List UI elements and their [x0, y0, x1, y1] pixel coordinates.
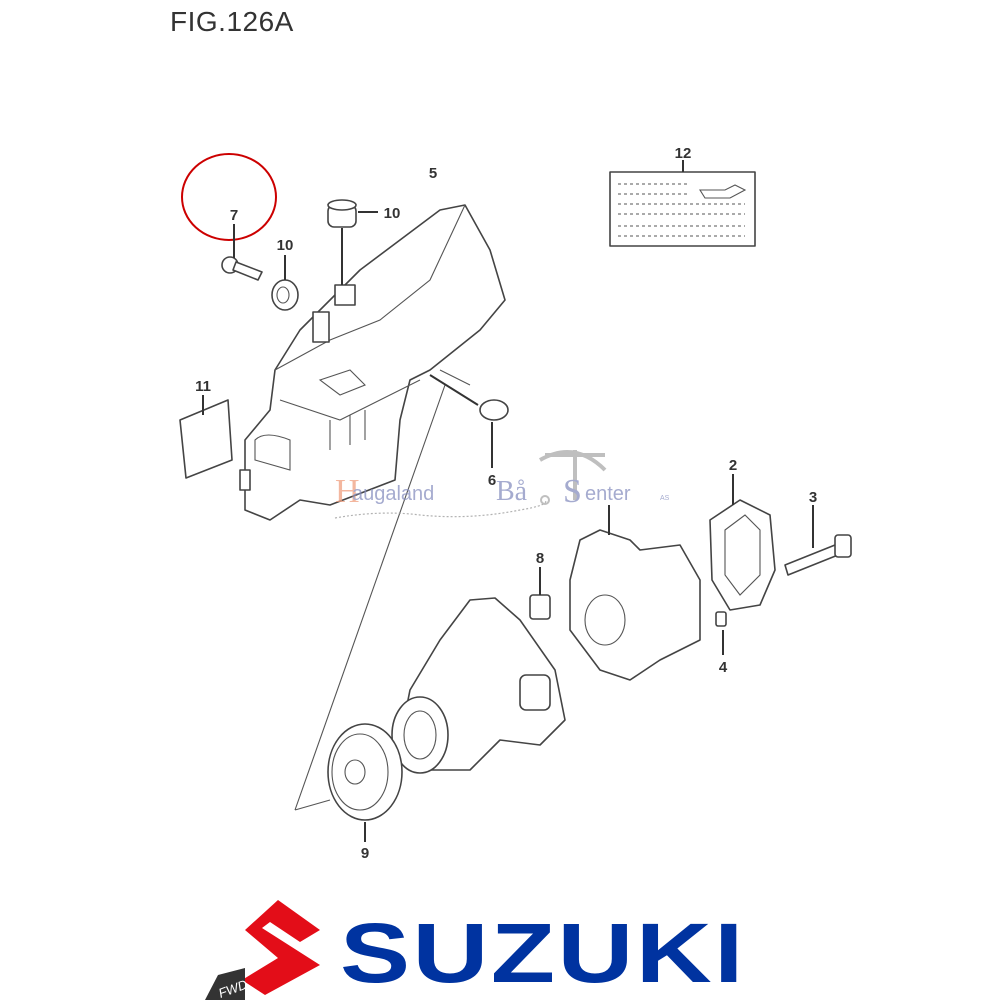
- watermark-suffix: AS: [660, 495, 670, 502]
- part-8-clip[interactable]: [529, 567, 551, 620]
- callout-9: 9: [361, 845, 369, 862]
- callout-12: 12: [675, 145, 692, 162]
- callout-5: 5: [429, 165, 437, 182]
- callout-11: 11: [195, 378, 211, 395]
- callout-10-top: 10: [384, 205, 401, 222]
- part-9-water-pump[interactable]: [327, 597, 566, 842]
- watermark-text-2: Bå: [496, 476, 528, 507]
- callout-6: 6: [488, 472, 496, 489]
- figure-title: FIG.126A: [170, 6, 294, 37]
- part-2-gasket[interactable]: [709, 474, 776, 611]
- suzuki-wordmark: SUZUKI: [340, 906, 746, 1000]
- part-4-pin[interactable]: [715, 611, 727, 655]
- part-6-grommet[interactable]: [429, 374, 509, 468]
- highlight-circle: [181, 153, 277, 241]
- part-10-grommet[interactable]: [271, 255, 299, 311]
- part-1-housing[interactable]: [569, 505, 701, 681]
- callout-4: 4: [719, 659, 728, 676]
- callout-2: 2: [729, 457, 737, 474]
- part-5-oil-tank[interactable]: [239, 204, 506, 521]
- watermark-text-1: augaland: [352, 483, 434, 505]
- suzuki-s-logo: FWD: [205, 900, 320, 1000]
- watermark-h: H: [335, 473, 360, 510]
- callout-3: 3: [809, 489, 817, 506]
- watermark: H augaland Bå S enter AS: [334, 450, 670, 519]
- part-3-bolt[interactable]: [784, 505, 852, 576]
- callout-10: 10: [277, 237, 294, 254]
- part-12-decal[interactable]: [609, 160, 756, 247]
- part-10-grommet-top[interactable]: [327, 199, 378, 285]
- part-7-bolt[interactable]: [221, 224, 263, 281]
- watermark-s: S: [563, 473, 582, 510]
- callout-7: 7: [230, 207, 238, 224]
- watermark-text-3: enter: [585, 483, 631, 505]
- part-11-plate[interactable]: [179, 395, 233, 479]
- callout-8: 8: [536, 550, 544, 567]
